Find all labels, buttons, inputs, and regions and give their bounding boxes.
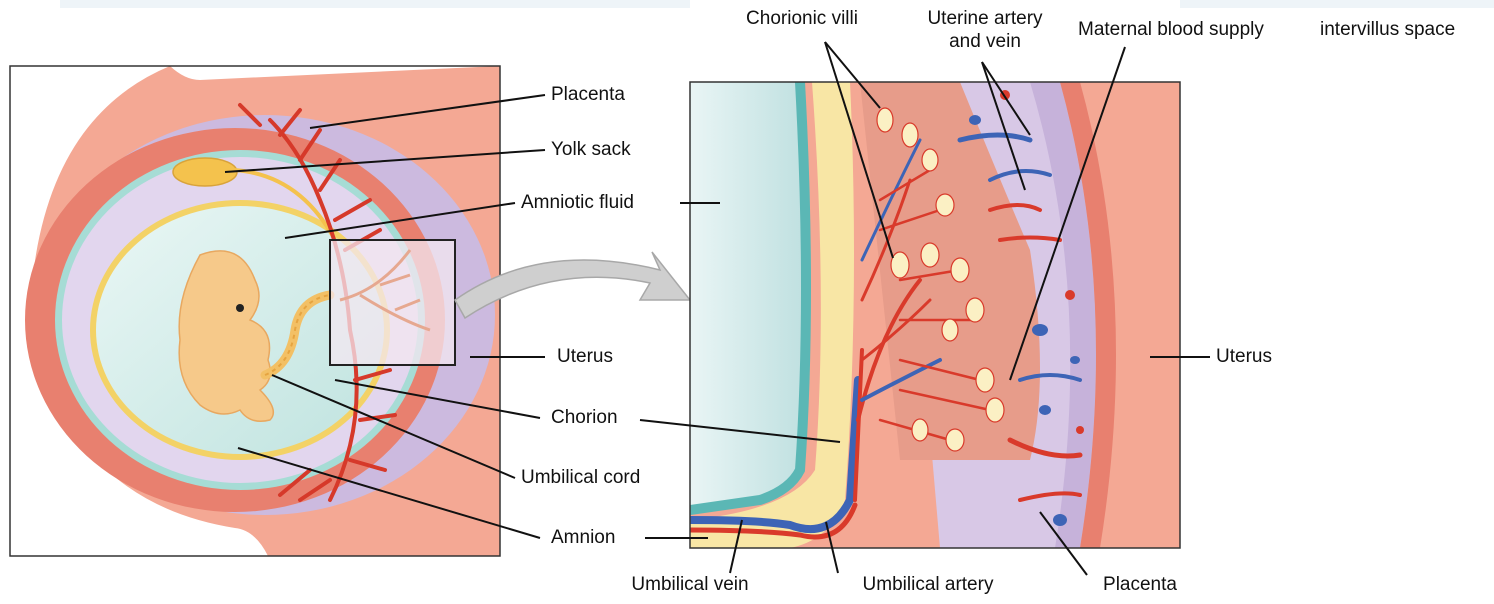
zoom-region (330, 240, 455, 365)
label-maternal-blood-supply: Maternal blood supply (1078, 19, 1264, 41)
label-amniotic-fluid: Amniotic fluid (521, 192, 634, 214)
label-placenta-right: Placenta (1103, 574, 1177, 596)
embryo-eye (236, 304, 244, 312)
label-chorion: Chorion (551, 407, 618, 429)
label-umbilical-artery: Umbilical artery (863, 574, 994, 596)
label-umbilical-cord: Umbilical cord (521, 467, 640, 489)
left-panel (10, 66, 500, 556)
label-uterus-right: Uterus (1216, 346, 1272, 368)
label-yolk-sack: Yolk sack (551, 139, 631, 161)
background-band (60, 0, 690, 8)
amniotic-fluid-region (690, 82, 806, 510)
label-uterine-artery-line1: Uterine artery (927, 8, 1042, 30)
background-band-right (1180, 0, 1494, 8)
label-uterus-left: Uterus (557, 346, 613, 368)
label-umbilical-vein: Umbilical vein (631, 574, 748, 596)
label-chorionic-villi: Chorionic villi (746, 8, 858, 30)
label-intervillus-space: intervillus space (1320, 19, 1455, 41)
right-panel (690, 82, 1180, 548)
label-placenta-left: Placenta (551, 84, 625, 106)
label-uterine-artery-line2: and vein (949, 31, 1021, 53)
label-amnion: Amnion (551, 527, 615, 549)
